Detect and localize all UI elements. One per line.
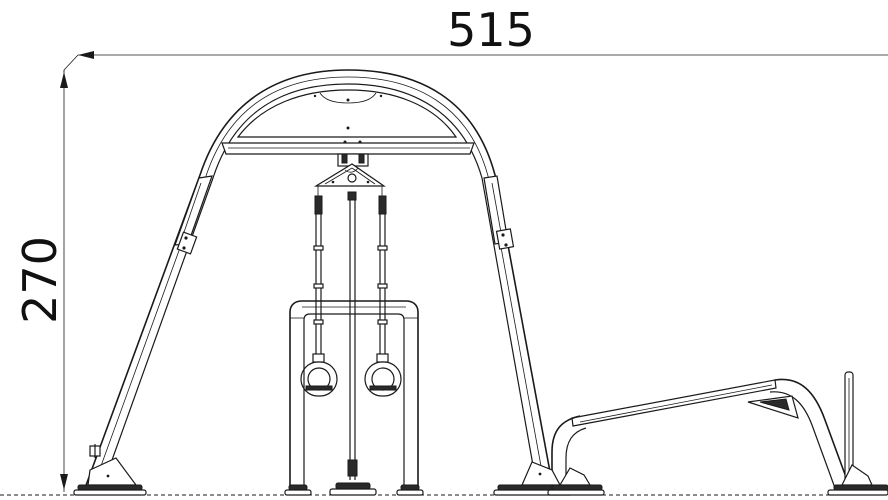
footing-bar-left: [284, 484, 312, 496]
width-dimension-label: 515: [447, 3, 535, 57]
footing-center: [329, 482, 377, 496]
right-ring-assembly: [364, 186, 402, 397]
pullup-bar-frame: [289, 300, 419, 488]
footing-left: [73, 457, 147, 496]
left-ring-assembly: [300, 186, 338, 397]
arch-frame: [84, 69, 554, 489]
footing-bar-right: [396, 484, 424, 496]
center-rope: [347, 191, 358, 480]
footings: [73, 457, 888, 496]
footing-bench-rear: [827, 464, 888, 496]
height-dimension-label: 270: [13, 236, 67, 324]
hanger-bracket: [313, 153, 386, 187]
inclined-bench: [551, 371, 854, 489]
width-dimension: 515: [63, 3, 888, 72]
height-dimension: 270: [13, 70, 68, 492]
footing-bench-front: [547, 467, 605, 496]
roof-panel: [221, 89, 475, 155]
